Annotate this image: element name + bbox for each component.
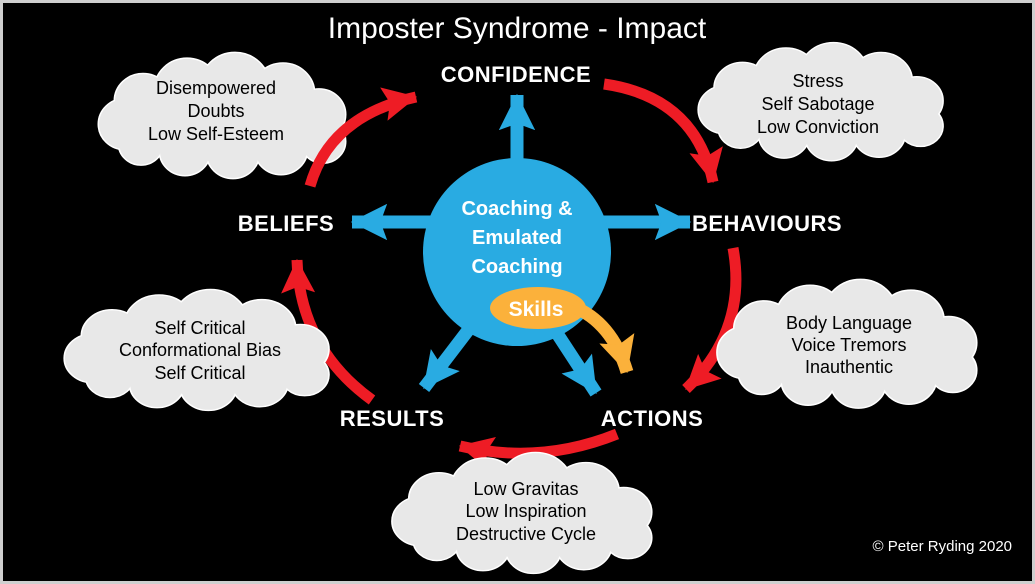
skills-arrow	[569, 299, 635, 374]
cloud-line: Conformational Bias	[119, 340, 281, 360]
cloud-line: Low Conviction	[757, 117, 879, 137]
cloud-right: Body Language Voice Tremors Inauthentic	[716, 278, 978, 410]
node-label-confidence: CONFIDENCE	[441, 62, 591, 87]
node-label-actions: ACTIONS	[601, 406, 704, 431]
cloud-line: Low Self-Esteem	[148, 124, 284, 144]
skills-label: Skills	[509, 298, 564, 321]
cloud-line: Body Language	[786, 313, 912, 333]
skills-oval	[490, 287, 586, 329]
cloud-top-left: Disempowered Doubts Low Self-Esteem	[97, 51, 347, 180]
coaching-circle-line: Emulated	[472, 227, 562, 249]
coaching-circle-line: Coaching	[471, 256, 562, 278]
cloud-line: Low Gravitas	[473, 479, 578, 499]
node-label-behaviours: BEHAVIOURS	[692, 211, 842, 236]
cloud-left: Self Critical Conformational Bias Self C…	[63, 288, 330, 412]
cycle-arrows-front	[304, 78, 723, 188]
cloud-line: Inauthentic	[805, 357, 893, 377]
node-label-beliefs: BELIEFS	[238, 211, 334, 236]
cycle-arrow-confidence-to-behaviours	[603, 78, 723, 184]
cloud-line: Disempowered	[156, 78, 276, 98]
cycle-arrow-behaviours-to-actions	[682, 247, 742, 393]
copyright-text: © Peter Ryding 2020	[873, 538, 1012, 555]
cloud-line: Self Critical	[154, 318, 245, 338]
coaching-circle-line: Coaching &	[461, 198, 572, 220]
cycle-arrow-beliefs-to-confidence	[304, 87, 418, 188]
cloud-line: Low Inspiration	[465, 501, 586, 521]
cloud-line: Self Sabotage	[761, 94, 874, 114]
cloud-line: Doubts	[187, 101, 244, 121]
cloud-bottom: Low Gravitas Low Inspiration Destructive…	[391, 451, 653, 575]
cloud-line: Stress	[792, 71, 843, 91]
cloud-line: Voice Tremors	[791, 335, 906, 355]
center-hub: Coaching & Emulated Coaching Skills	[350, 93, 692, 397]
node-label-results: RESULTS	[340, 406, 445, 431]
cloud-line: Destructive Cycle	[456, 524, 596, 544]
cloud-top-right: Stress Self Sabotage Low Conviction	[697, 41, 944, 162]
cloud-line: Self Critical	[154, 363, 245, 383]
page-title: Imposter Syndrome - Impact	[328, 12, 707, 45]
